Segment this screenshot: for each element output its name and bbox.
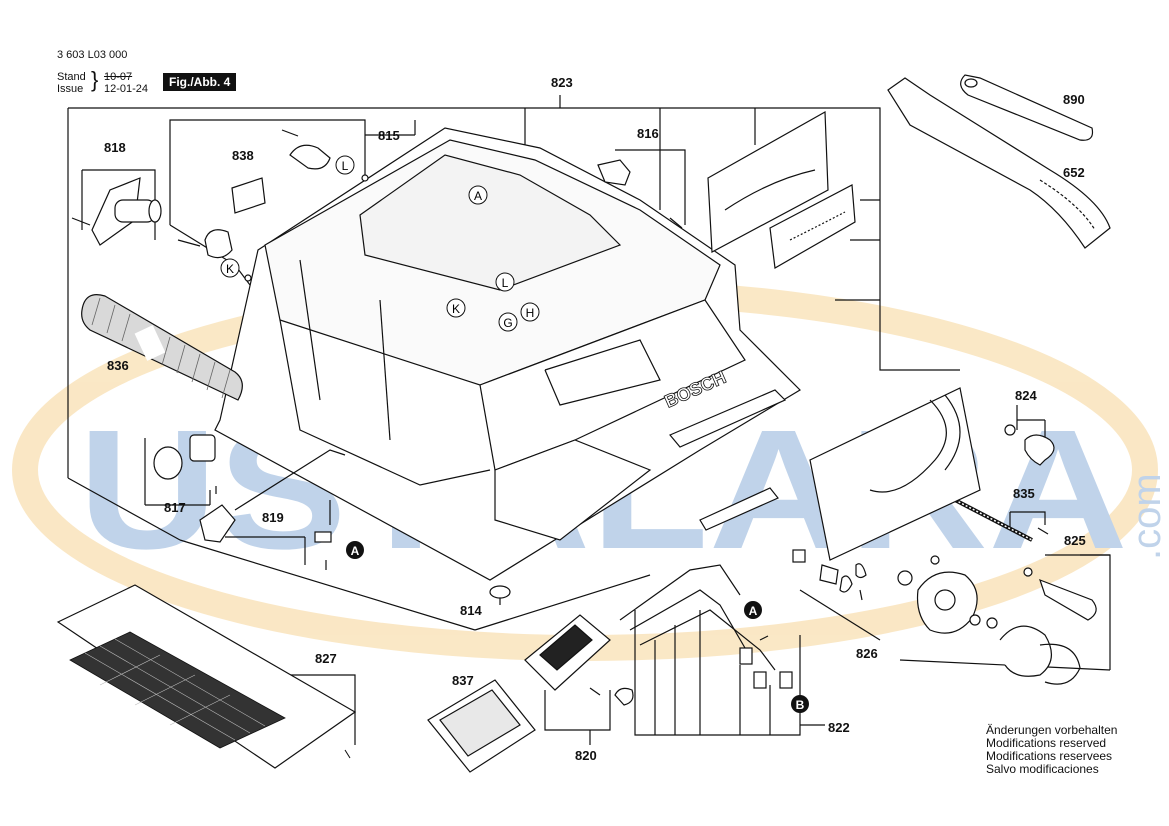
callout-890: 890 xyxy=(1063,92,1085,107)
part-890-wrench xyxy=(960,74,1094,141)
label-plate-top xyxy=(669,389,787,448)
callout-835: 835 xyxy=(1013,486,1035,501)
watermark-domain: .com xyxy=(1125,473,1169,560)
note-de: Änderungen vorbehalten xyxy=(986,723,1118,737)
marker-k-housing: K xyxy=(452,302,460,316)
callout-820: 820 xyxy=(575,748,597,763)
bracket-816 xyxy=(615,149,686,225)
callout-826: 826 xyxy=(856,646,878,661)
part-652-push-stick xyxy=(887,77,1111,249)
part-826-hardware xyxy=(792,549,867,601)
plate-front xyxy=(769,184,856,269)
note-fr: Modifications reservees xyxy=(986,749,1113,763)
label-plate-bottom xyxy=(699,487,779,531)
callout-825: 825 xyxy=(1064,533,1086,548)
callout-817: 817 xyxy=(164,500,186,515)
bracket-bottom-right xyxy=(474,574,651,631)
part-814-foot xyxy=(489,585,511,605)
callout-816: 816 xyxy=(637,126,659,141)
callout-814: 814 xyxy=(460,603,482,618)
part-827-base-plate xyxy=(56,584,357,769)
stand-value: 10-07 xyxy=(104,71,133,83)
callout-827: 827 xyxy=(315,651,337,666)
bracket-bottom xyxy=(179,539,476,631)
part-817-switch xyxy=(153,434,217,494)
part-824-knob xyxy=(1004,424,1055,466)
housing-inner-well xyxy=(359,154,622,291)
marker-a-cable: A xyxy=(351,544,360,558)
housing-slot xyxy=(544,339,661,406)
part-816-bracket xyxy=(597,159,683,229)
marker-a-harness: A xyxy=(749,604,758,618)
note-es: Salvo modificaciones xyxy=(986,762,1099,776)
callout-822: 822 xyxy=(828,720,850,735)
marker-l-clip: L xyxy=(342,159,349,173)
callout-837: 837 xyxy=(452,673,474,688)
callout-652: 652 xyxy=(1063,165,1085,180)
part-820-switch-box xyxy=(524,614,634,706)
bracket-822 xyxy=(634,610,801,736)
part-818-dust-port xyxy=(71,177,162,246)
marker-l-housing: L xyxy=(502,276,509,290)
bracket-bottom-left xyxy=(67,477,181,541)
issue-label: Issue xyxy=(57,83,84,95)
part-835-threaded-rod xyxy=(954,498,1049,542)
callout-815: 815 xyxy=(378,128,400,143)
callout-819: 819 xyxy=(262,510,284,525)
marker-b-harness: B xyxy=(796,698,805,712)
table-base-housing: BOSCH xyxy=(214,127,801,581)
issue-value: 12-01-24 xyxy=(104,83,149,95)
callout-824: 824 xyxy=(1015,388,1037,403)
bevel-segment-plate xyxy=(809,387,981,561)
part-838-label xyxy=(231,177,266,214)
plate-rear xyxy=(707,110,829,253)
figure-label: Fig./Abb. 4 xyxy=(163,73,237,91)
housing-front-face xyxy=(479,299,746,471)
marker-k-clip: K xyxy=(226,262,234,276)
marker-g-housing: G xyxy=(503,316,512,330)
note-en: Modifications reserved xyxy=(986,736,1107,750)
part-819-plug xyxy=(199,449,346,570)
callout-836: 836 xyxy=(107,358,129,373)
stand-label: Stand xyxy=(57,71,86,83)
part-837-cover xyxy=(427,679,536,773)
document-number: 3 603 L03 000 xyxy=(57,49,128,61)
callout-838: 838 xyxy=(232,148,254,163)
callout-823: 823 xyxy=(551,75,573,90)
part-815-clips xyxy=(177,129,369,282)
brace: } xyxy=(91,67,99,92)
marker-h-housing: H xyxy=(526,306,535,320)
part-836-hose xyxy=(81,294,243,401)
bracket-815 xyxy=(169,119,366,225)
part-822-wiring-harness xyxy=(619,564,793,689)
part-825-bevel-lock xyxy=(897,555,1097,685)
modification-notes: Änderungen vorbehalten Modifications res… xyxy=(986,724,1117,776)
blade-insert-plates xyxy=(707,110,856,269)
housing-letter-markers: A L K G H L K A A B xyxy=(220,155,809,713)
marker-a-top: A xyxy=(474,189,482,203)
callout-818: 818 xyxy=(104,140,126,155)
housing-front-lower xyxy=(494,439,652,541)
